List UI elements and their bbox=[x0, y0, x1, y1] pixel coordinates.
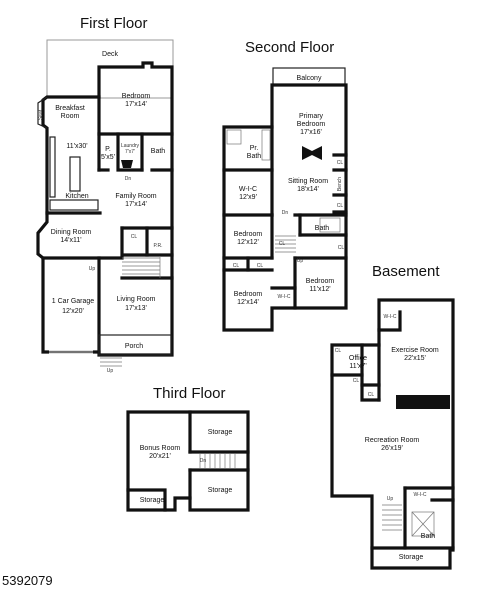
second-floor-stairs bbox=[275, 235, 296, 253]
svg-text:Bedroom: Bedroom bbox=[234, 291, 263, 298]
svg-text:CL: CL bbox=[233, 263, 240, 269]
gym-equipment bbox=[396, 395, 450, 409]
svg-text:W-I-C: W-I-C bbox=[384, 314, 397, 320]
listing-id: 5392079 bbox=[2, 573, 53, 588]
svg-text:Bedroom: Bedroom bbox=[234, 231, 263, 238]
svg-text:26'x19': 26'x19' bbox=[381, 445, 403, 452]
svg-text:Bedroom: Bedroom bbox=[122, 93, 151, 100]
bedroom-fireplace-icon bbox=[302, 146, 322, 160]
svg-text:5'x5': 5'x5' bbox=[101, 154, 115, 161]
svg-text:18'x14': 18'x14' bbox=[297, 186, 319, 193]
svg-text:CL: CL bbox=[353, 378, 360, 384]
first-floor-title: First Floor bbox=[80, 15, 148, 32]
svg-text:20'x21': 20'x21' bbox=[149, 453, 171, 460]
svg-text:Bedroom: Bedroom bbox=[297, 121, 326, 128]
svg-text:Bath: Bath bbox=[421, 533, 436, 540]
svg-text:12'x20': 12'x20' bbox=[62, 308, 84, 315]
svg-text:Bath: Bath bbox=[247, 153, 262, 160]
svg-text:Office: Office bbox=[349, 355, 367, 362]
svg-text:Living Room: Living Room bbox=[117, 296, 156, 303]
svg-text:Porch: Porch bbox=[125, 343, 143, 350]
svg-text:Up: Up bbox=[89, 266, 96, 272]
seat-label: Seat bbox=[38, 109, 44, 120]
svg-text:Family Room: Family Room bbox=[115, 193, 156, 200]
svg-text:12'x9': 12'x9' bbox=[239, 194, 257, 201]
svg-text:Up: Up bbox=[107, 368, 114, 374]
svg-text:Sitting Room: Sitting Room bbox=[288, 178, 328, 185]
svg-text:W-I-C: W-I-C bbox=[414, 492, 427, 498]
porch bbox=[98, 334, 172, 356]
svg-text:Room: Room bbox=[61, 113, 80, 120]
svg-text:22'x15': 22'x15' bbox=[404, 355, 426, 362]
svg-text:Storage: Storage bbox=[140, 497, 165, 504]
svg-text:Breakfast: Breakfast bbox=[55, 105, 85, 112]
svg-text:Dn: Dn bbox=[125, 176, 132, 182]
svg-text:W-I-C: W-I-C bbox=[239, 186, 257, 193]
basement: Basement W-I-C Exercise Room 22'x15' Off… bbox=[330, 263, 455, 570]
svg-text:Recreation Room: Recreation Room bbox=[365, 437, 420, 444]
svg-text:1 Car Garage: 1 Car Garage bbox=[52, 298, 95, 305]
svg-text:7'x7': 7'x7' bbox=[125, 149, 135, 155]
svg-text:W-I-C: W-I-C bbox=[278, 294, 291, 300]
svg-text:CL: CL bbox=[337, 203, 344, 209]
second-floor-exterior bbox=[222, 83, 348, 332]
svg-text:12'x14': 12'x14' bbox=[237, 299, 259, 306]
porch-steps bbox=[100, 357, 122, 367]
svg-text:CL: CL bbox=[335, 348, 342, 354]
svg-text:Bath: Bath bbox=[151, 148, 166, 155]
svg-text:Dn: Dn bbox=[282, 210, 289, 216]
first-floor: First Floor Deck Seat bbox=[36, 15, 174, 374]
svg-text:Bench: Bench bbox=[337, 177, 343, 191]
svg-text:Exercise Room: Exercise Room bbox=[391, 347, 439, 354]
svg-text:Up: Up bbox=[387, 496, 394, 502]
first-floor-exterior bbox=[36, 61, 174, 357]
second-floor: Second Floor Balcony bbox=[222, 39, 348, 332]
second-floor-title: Second Floor bbox=[245, 39, 334, 56]
svg-text:17'x13': 17'x13' bbox=[125, 305, 147, 312]
svg-text:P.R.: P.R. bbox=[153, 243, 162, 249]
svg-text:14'x11': 14'x11' bbox=[60, 237, 81, 244]
svg-text:11'x12': 11'x12' bbox=[309, 286, 330, 293]
svg-text:17'x14': 17'x14' bbox=[125, 201, 147, 208]
seat-bay bbox=[37, 96, 48, 129]
svg-text:Pr.: Pr. bbox=[250, 145, 259, 152]
svg-text:Bedroom: Bedroom bbox=[306, 278, 335, 285]
svg-text:Balcony: Balcony bbox=[297, 75, 322, 82]
svg-text:CL: CL bbox=[337, 160, 344, 166]
svg-text:17'x16': 17'x16' bbox=[300, 129, 322, 136]
svg-text:CL: CL bbox=[131, 234, 138, 240]
svg-text:Up: Up bbox=[297, 258, 304, 264]
svg-text:11'x7': 11'x7' bbox=[349, 363, 366, 370]
svg-text:Dn: Dn bbox=[200, 458, 207, 464]
svg-text:Kitchen: Kitchen bbox=[65, 193, 88, 200]
third-floor: Third Floor Bonus Room 20'x21' Storage S… bbox=[126, 385, 250, 512]
svg-text:Storage: Storage bbox=[208, 487, 233, 494]
svg-text:P.: P. bbox=[105, 146, 111, 153]
deck bbox=[46, 39, 174, 99]
basement-title: Basement bbox=[372, 263, 440, 280]
third-floor-title: Third Floor bbox=[153, 385, 226, 402]
kitchen-island bbox=[69, 156, 81, 192]
svg-text:17'x14': 17'x14' bbox=[125, 101, 147, 108]
svg-text:Primary: Primary bbox=[299, 113, 324, 120]
svg-text:Storage: Storage bbox=[399, 554, 424, 561]
svg-text:11'x30': 11'x30' bbox=[66, 143, 87, 150]
svg-text:Dining Room: Dining Room bbox=[51, 229, 92, 236]
svg-text:CL: CL bbox=[257, 263, 264, 269]
basement-exterior bbox=[330, 298, 455, 570]
svg-text:Bath: Bath bbox=[315, 225, 330, 232]
third-floor-stairs bbox=[199, 454, 236, 468]
svg-text:Laundry: Laundry bbox=[121, 143, 140, 149]
basement-stairs bbox=[382, 504, 402, 531]
svg-text:CL: CL bbox=[338, 245, 345, 251]
first-floor-stairs bbox=[122, 256, 161, 278]
deck-label: Deck bbox=[102, 51, 118, 58]
fireplace-icon bbox=[121, 160, 133, 168]
svg-text:CL: CL bbox=[279, 241, 286, 247]
svg-text:CL: CL bbox=[368, 392, 375, 398]
svg-text:12'x12': 12'x12' bbox=[237, 239, 259, 246]
svg-text:Bonus Room: Bonus Room bbox=[140, 445, 181, 452]
svg-text:Storage: Storage bbox=[208, 429, 233, 436]
